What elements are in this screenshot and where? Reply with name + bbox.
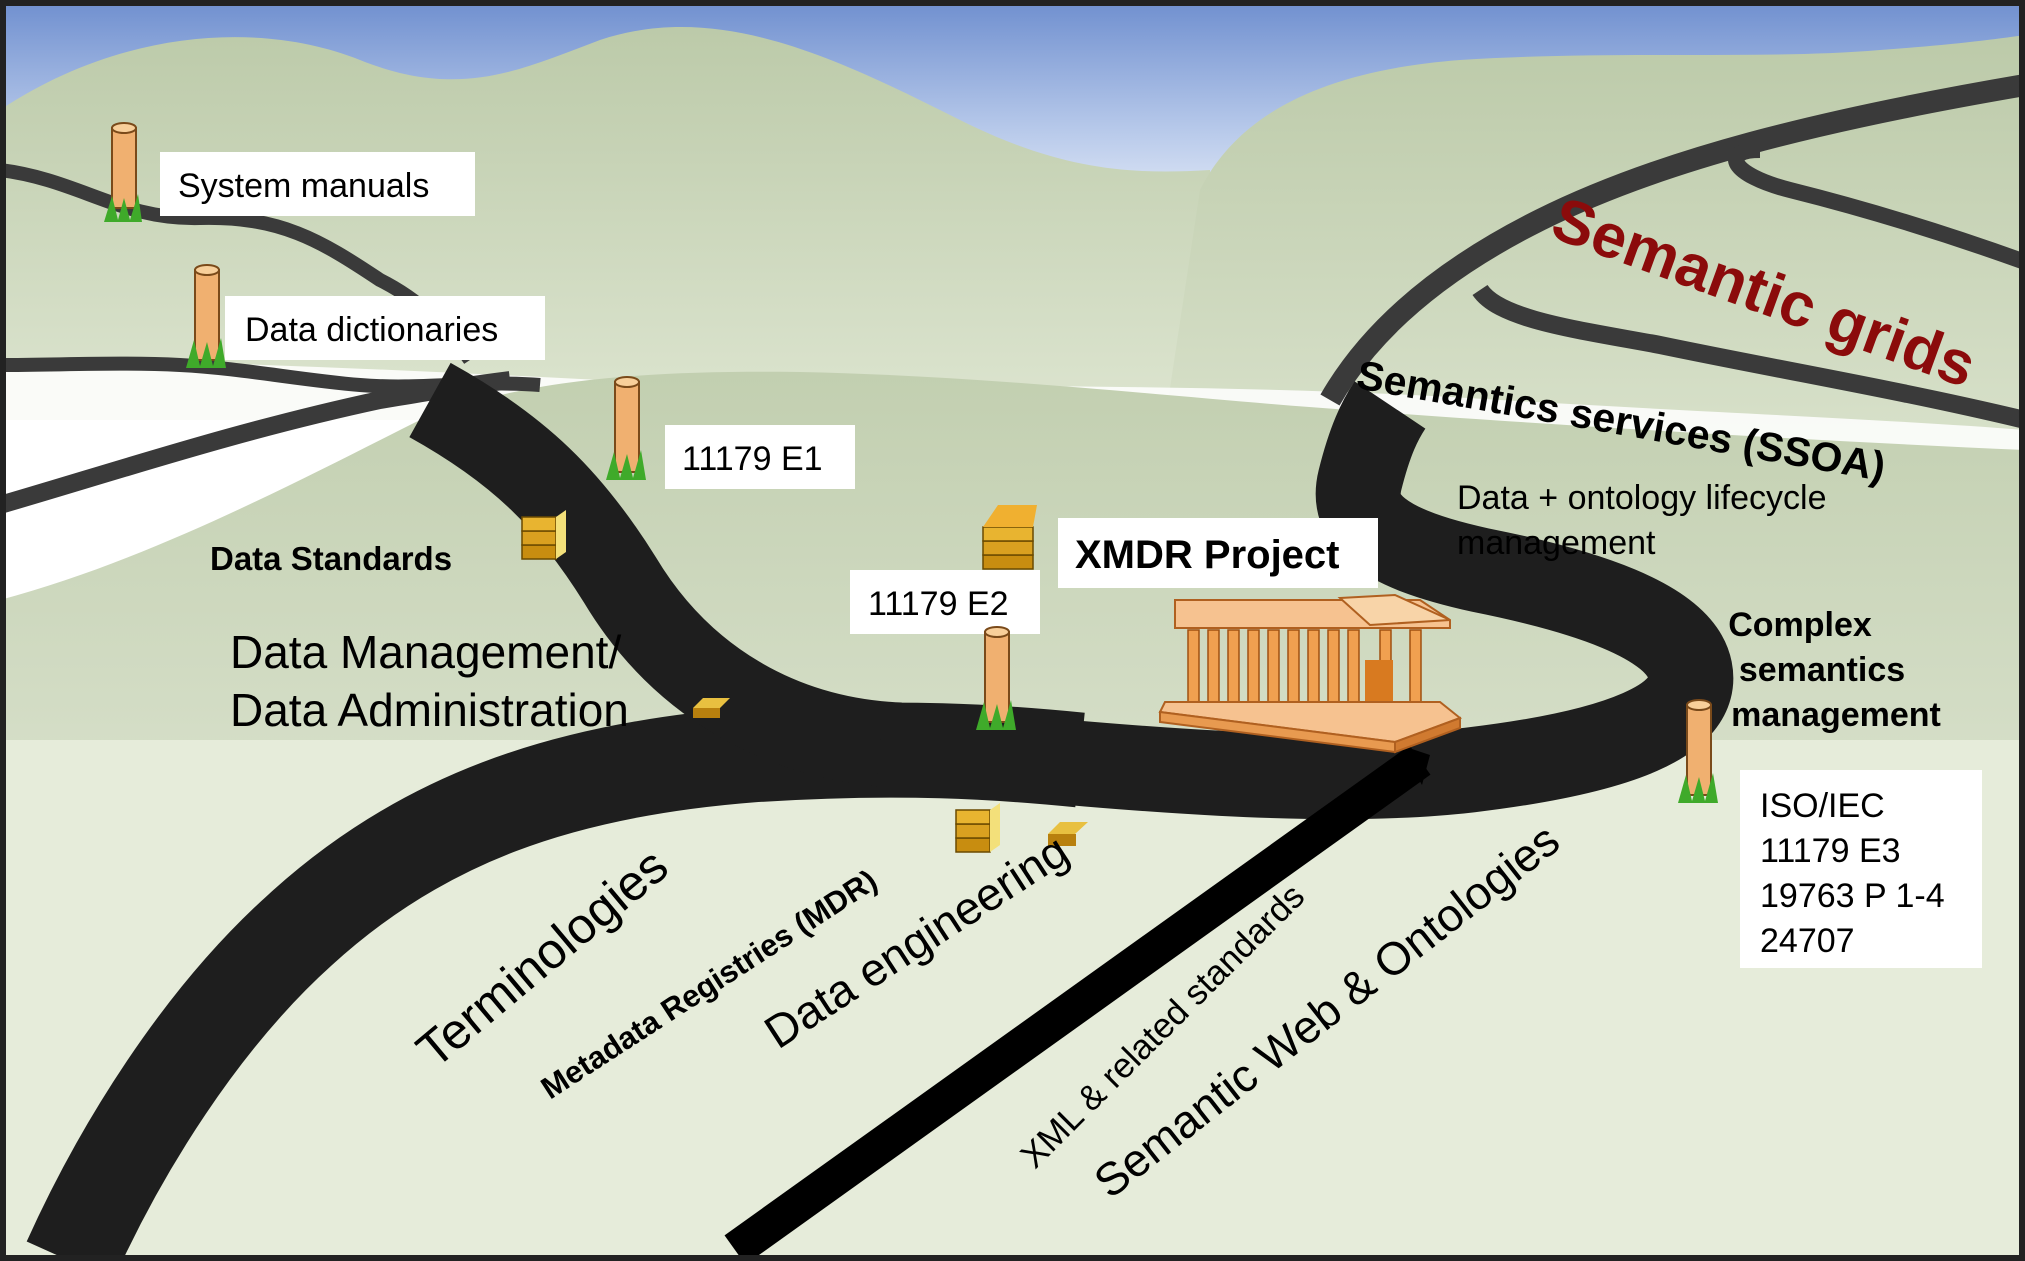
main-road-curve [876,381,1734,820]
data-dictionaries-box [225,296,545,360]
road-top-right-3 [1728,142,2025,270]
11179-e1-box [665,425,855,489]
lifecycle-line2: management [1457,524,1656,562]
semantic-web-line-tip [1400,745,1430,785]
complex-line2: semantics [1739,651,1905,689]
gold-bars-xmdr [982,505,1037,570]
main-road-upper [409,362,903,788]
standards-line-2: 11179 E3 [1760,832,1901,870]
foreground-field [0,740,2025,1261]
system-manuals-box [160,152,475,216]
11179-e2-label: 11179 E2 [868,585,1009,623]
xmdr-box [1058,518,1378,588]
temple-icon [1158,593,1463,754]
data-dictionaries-label: Data dictionaries [245,311,498,349]
post-iso [1678,699,1718,803]
gold-bars-data-standards [521,510,566,560]
gold-bar-data-management [693,698,730,718]
post-system-manuals [104,122,142,222]
standards-line-4: 24707 [1760,922,1855,960]
complex-line3: management [1731,696,1941,734]
complex-line1: Complex [1728,606,1872,644]
data-management-line2: Data Administration [230,684,629,736]
11179-e2-box [850,570,1040,634]
standards-box [1740,770,1982,968]
data-management-line1: Data Management/ [230,626,621,678]
post-11179-e1 [606,376,646,480]
system-manuals-label: System manuals [178,167,429,205]
gold-bar-data-engineering [1048,822,1088,846]
road-top-right-2 [1472,284,2025,429]
11179-e1-label: 11179 E1 [682,440,823,478]
post-data-dictionaries [186,264,226,368]
gold-bars-mdr [955,803,1000,853]
standards-line-1: ISO/IEC [1760,787,1885,825]
data-standards-label: Data Standards [210,540,452,577]
road-top-right-1 [1320,74,2025,406]
lifecycle-line1: Data + ontology lifecycle [1457,479,1826,517]
xmdr-label: XMDR Project [1075,533,1340,577]
post-11179-e2 [976,626,1016,730]
standards-line-3: 19763 P 1-4 [1760,877,1945,915]
semantic-web-line [724,745,1431,1261]
